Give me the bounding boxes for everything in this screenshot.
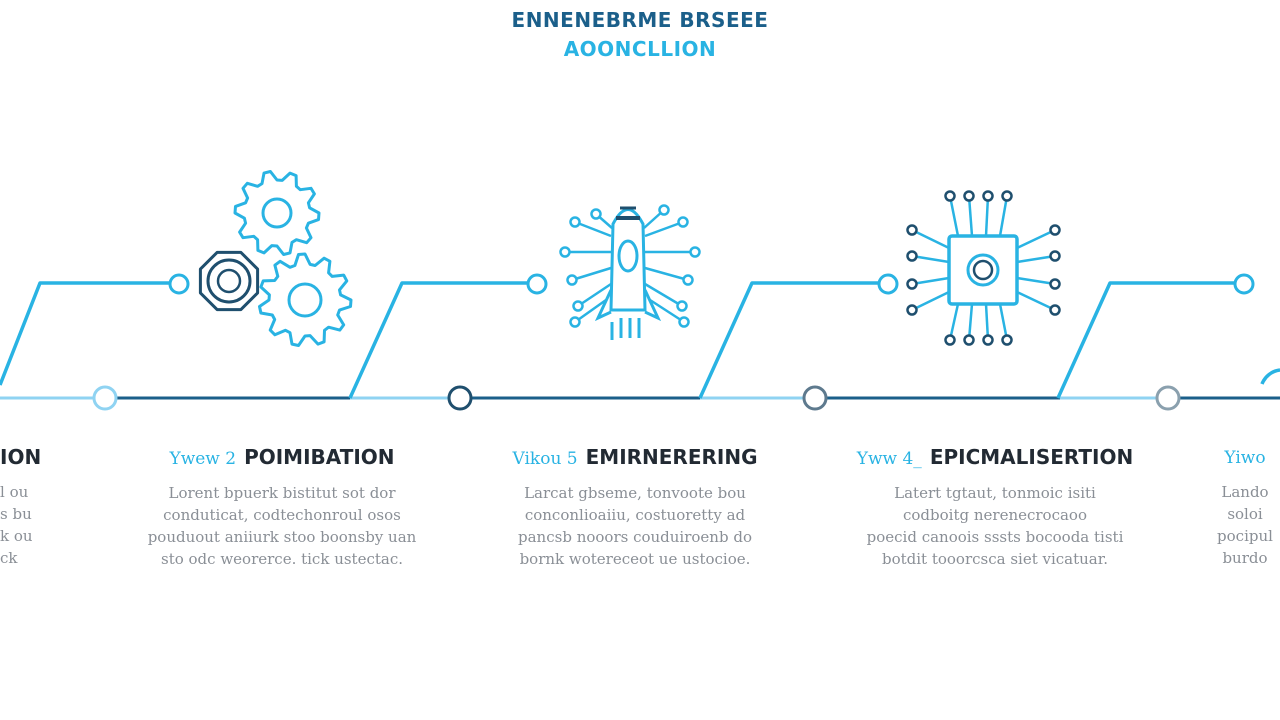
stage-description: Larcat gbseme, tonvoote bou conconlioaii… xyxy=(485,482,785,570)
stage-desc-line: conduticat, codtechonroul osos xyxy=(163,506,401,524)
stage-desc-line: bornk wotereceot ue ustocioe. xyxy=(519,550,751,568)
timeline-nodes xyxy=(92,273,1255,411)
title-block: ENNENEBRME BRSEEE AOONCLLION xyxy=(0,6,1280,64)
rocket-circuit-icon xyxy=(559,204,701,340)
right-edge-description: Lando soloi pocipul burdo xyxy=(1210,481,1280,569)
stage-desc-line: Lorent bpuerk bistitut sot dor xyxy=(168,484,396,502)
baseline-node xyxy=(802,385,828,411)
title-line-2: AOONCLLION xyxy=(563,37,717,61)
right-edge-desc-line: soloi xyxy=(1227,505,1263,523)
step-line xyxy=(348,281,528,399)
left-edge-desc-line: l ou xyxy=(0,483,29,501)
timeline-lines xyxy=(0,281,1280,400)
title-line-1: ENNENEBRME BRSEEE xyxy=(511,8,769,32)
stage-description: Latert tgtaut, tonmoic isiti codboitg ne… xyxy=(845,482,1145,570)
partial-arc xyxy=(1260,368,1280,385)
stage-desc-line: botdit tooorcsca siet vicatuar. xyxy=(881,550,1109,568)
stage-card-4: Yww 4_ EPICMALISERTION Latert tgtaut, ton… xyxy=(845,444,1145,570)
right-edge-desc-line: pocipul xyxy=(1217,527,1273,545)
right-edge-desc-line: Lando xyxy=(1221,483,1269,501)
stage-desc-line: codboitg nerenecrocaoo xyxy=(903,506,1087,524)
baseline-node xyxy=(1155,385,1181,411)
upper-node xyxy=(526,273,548,295)
stage-title: EMIRNERERING xyxy=(585,445,758,469)
stage-desc-line: pancsb nooors couduiroenb do xyxy=(518,528,752,546)
stage-number: Ywew 2 xyxy=(169,449,237,469)
stage-number: Vikou 5 xyxy=(512,449,578,469)
dial-center-icon xyxy=(216,268,242,294)
upper-node xyxy=(877,273,899,295)
stage-card-2: Ywew 2 POIMIBATION Lorent bpuerk bistitut… xyxy=(132,444,432,570)
stage-description: Lorent bpuerk bistitut sot dor condutica… xyxy=(132,482,432,570)
stage-desc-line: Latert tgtaut, tonmoic isiti xyxy=(894,484,1096,502)
baseline-node xyxy=(447,385,473,411)
left-edge-stage: ION l ou s bu k ou ck xyxy=(0,444,60,569)
left-edge-title: ION xyxy=(0,445,42,469)
dial-ring-icon xyxy=(206,258,252,304)
step-line xyxy=(1056,281,1234,399)
right-edge-stage: Yiwo Lando soloi pocipul burdo xyxy=(1210,444,1280,569)
stage-desc-line: sto odc weorerce. tick ustectac. xyxy=(161,550,403,568)
left-edge-desc-line: s bu xyxy=(0,505,32,523)
left-edge-desc-line: k ou xyxy=(0,527,33,545)
baseline-node xyxy=(92,385,118,411)
stage-title: POIMIBATION xyxy=(244,445,395,469)
upper-node xyxy=(1233,273,1255,295)
stage-desc-line: conconlioaiiu, costuoretty ad xyxy=(524,506,746,524)
stage-desc-line: pouduout aniiurk stoo boonsby uan xyxy=(147,528,417,546)
step-line xyxy=(698,281,879,399)
right-edge-number: Yiwo xyxy=(1224,448,1266,468)
left-edge-desc-line: ck xyxy=(0,549,18,567)
stage-icons xyxy=(198,170,1061,347)
stage-number: Yww 4_ xyxy=(856,449,922,469)
left-edge-description: l ou s bu k ou ck xyxy=(0,481,60,569)
right-edge-desc-line: burdo xyxy=(1222,549,1268,567)
gear-top-icon xyxy=(233,170,321,256)
stage-desc-line: poecid canoois sssts bocooda tisti xyxy=(866,528,1124,546)
stage-desc-line: Larcat gbseme, tonvoote bou xyxy=(524,484,746,502)
gear-bottom-icon xyxy=(258,252,353,347)
stage-card-3: Vikou 5 EMIRNERERING Larcat gbseme, tonvo… xyxy=(485,444,785,570)
upper-node xyxy=(168,273,190,295)
step-line xyxy=(0,281,170,386)
stage-title: EPICMALISERTION xyxy=(929,445,1134,469)
chip-icon xyxy=(906,190,1061,346)
